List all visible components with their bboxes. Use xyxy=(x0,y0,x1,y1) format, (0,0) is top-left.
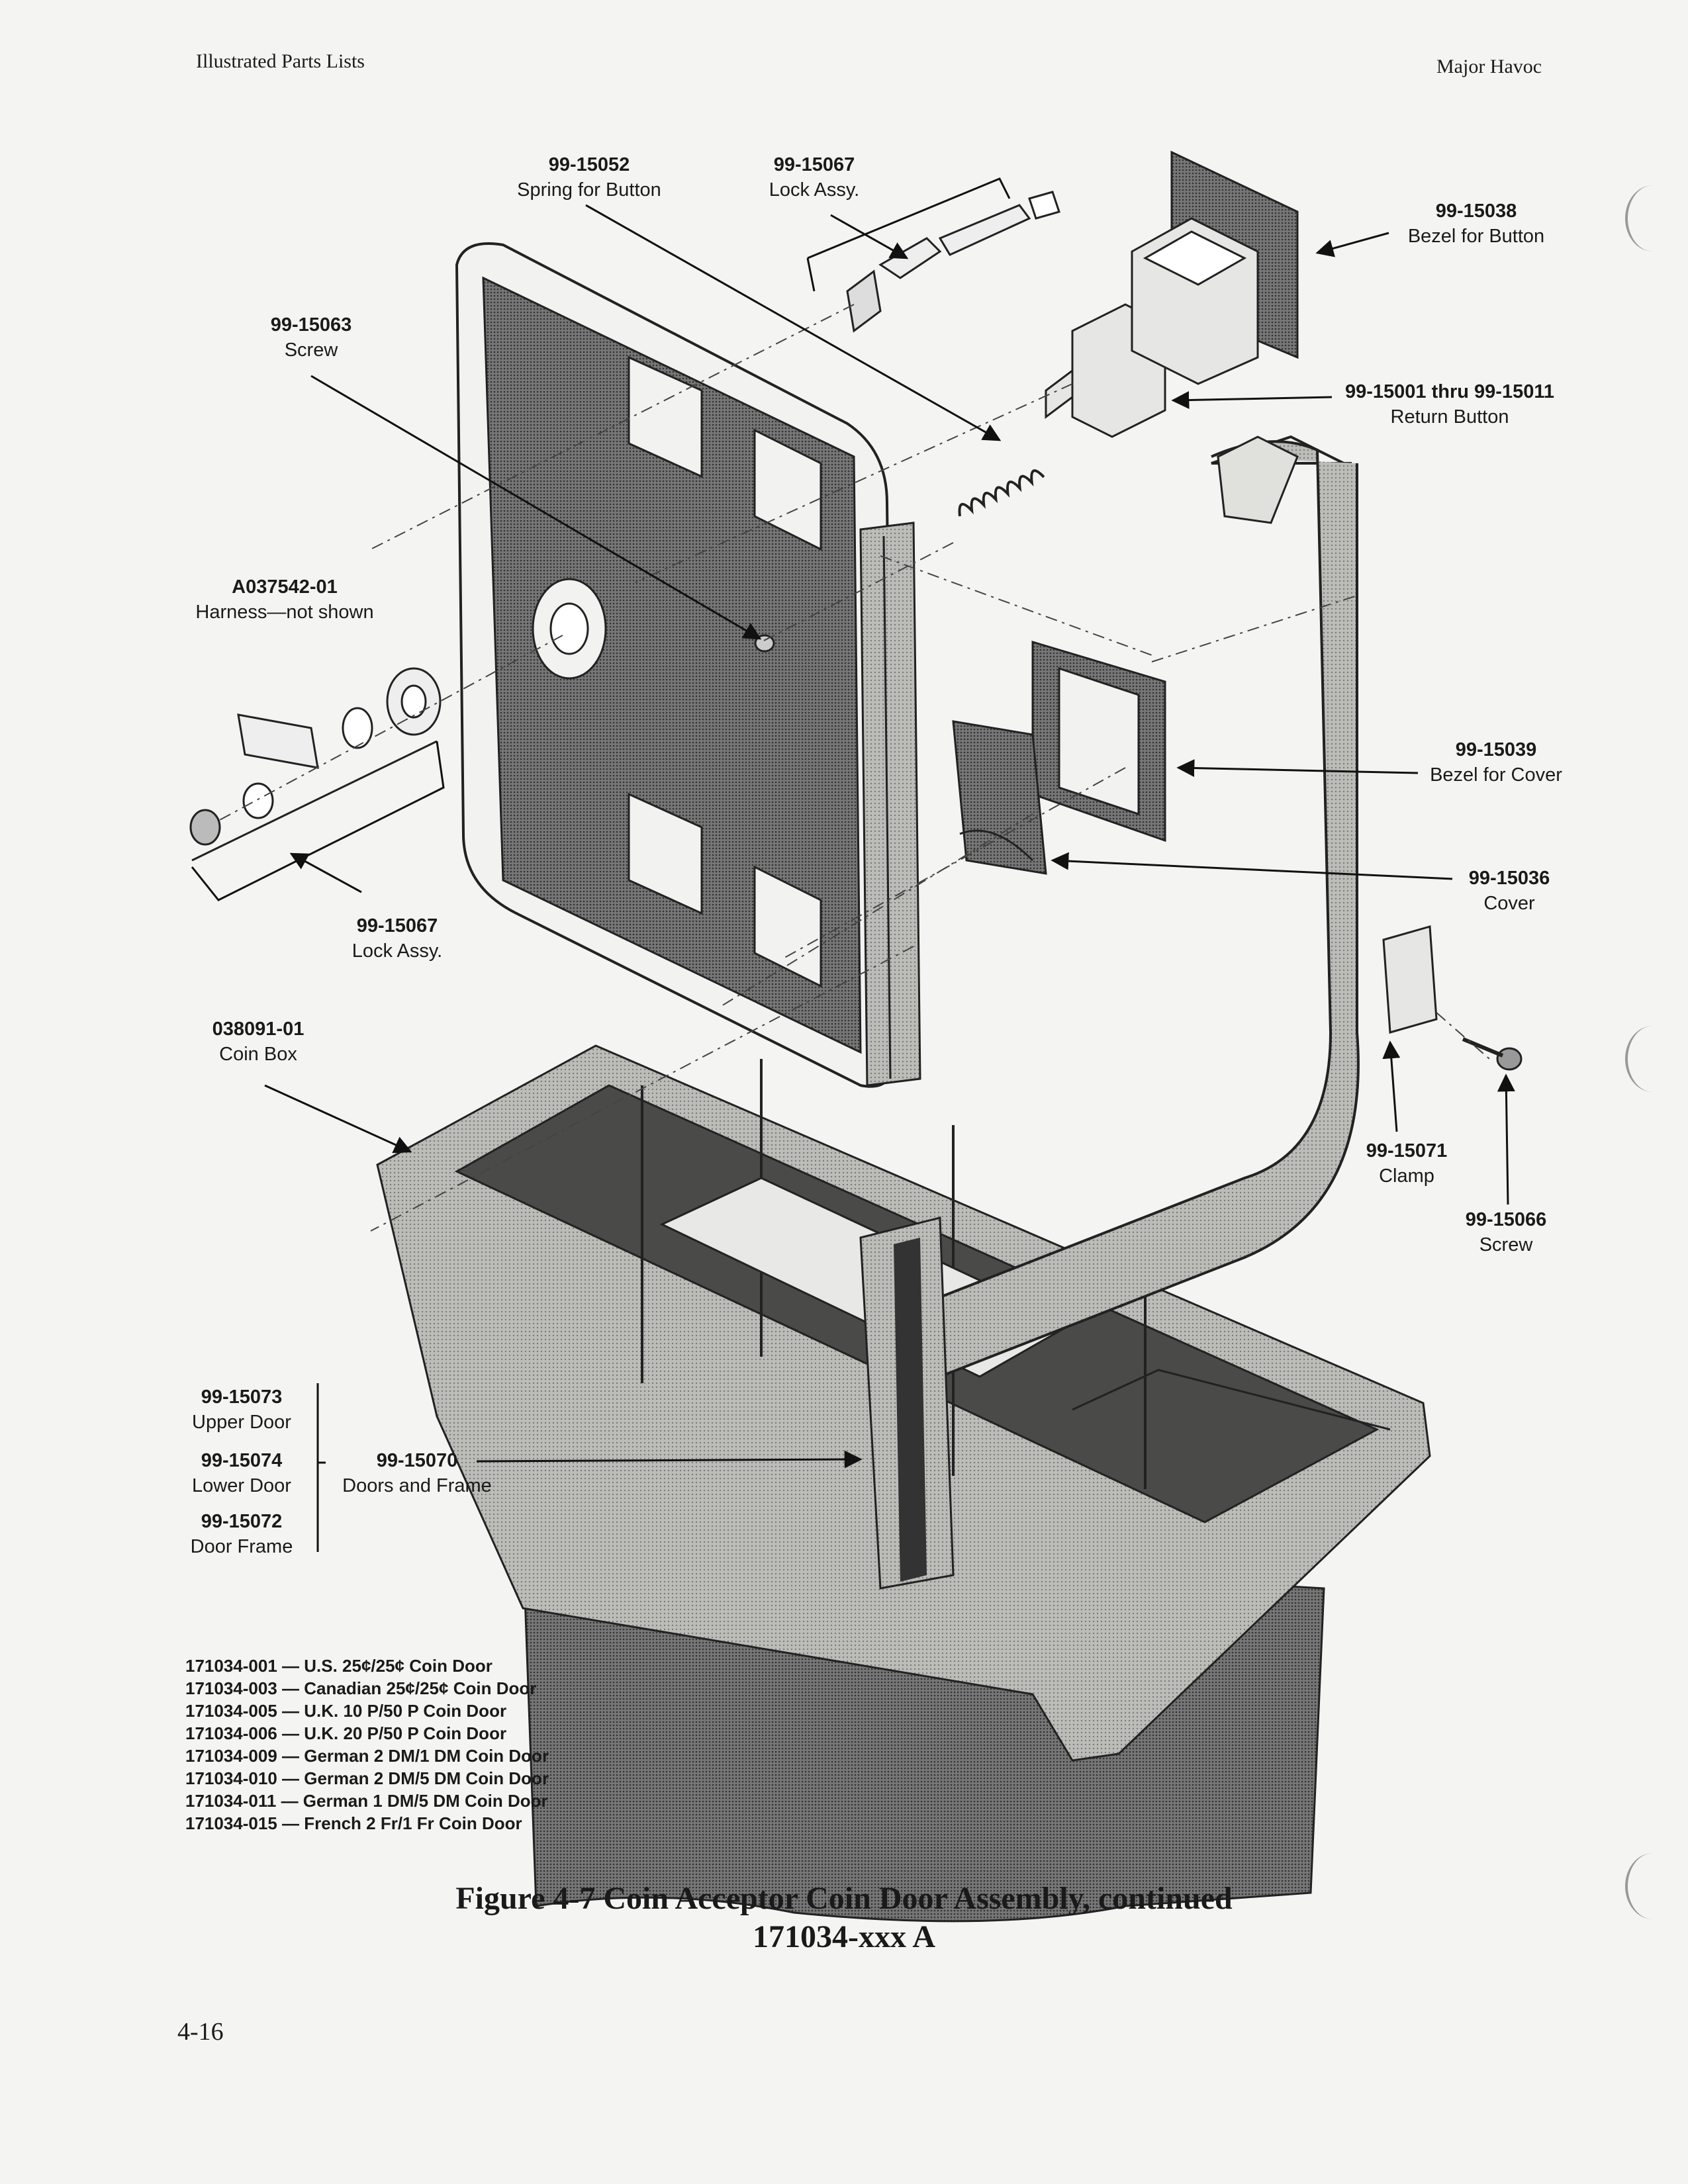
variant-item: 171034-006 — U.K. 20 P/50 P Coin Door xyxy=(185,1723,507,1743)
callout-lock-assy-top: 99-15067 Lock Assy. xyxy=(722,152,907,203)
callout-lower-door: 99-15074 Lower Door xyxy=(179,1448,305,1498)
part-description: Spring for Button xyxy=(517,179,661,201)
part-number: 99-15001 thru 99-15011 xyxy=(1345,381,1554,402)
part-number: 99-15073 xyxy=(201,1387,283,1408)
part-description: Bezel for Button xyxy=(1407,226,1545,247)
part-number: 99-15067 xyxy=(773,154,855,175)
lock-assembly-bottom xyxy=(189,667,442,862)
part-number: 99-15036 xyxy=(1468,868,1550,889)
part-number: 99-15039 xyxy=(1455,739,1537,760)
callout-door-frame: 99-15072 Door Frame xyxy=(179,1509,305,1559)
part-description: Cover xyxy=(1483,893,1535,914)
part-description: Harness—not shown xyxy=(195,602,374,623)
part-number: 99-15067 xyxy=(356,915,438,936)
part-description: Door Frame xyxy=(190,1536,293,1557)
part-number: 99-15052 xyxy=(548,154,630,175)
part-description: Lock Assy. xyxy=(352,940,443,962)
callout-bezel-for-button: 99-15038 Bezel for Button xyxy=(1377,199,1575,249)
screw-right xyxy=(1462,1037,1523,1071)
part-description: Screw xyxy=(1479,1234,1533,1255)
binder-hole-bottom xyxy=(1625,1853,1681,1919)
variant-item: 171034-015 — French 2 Fr/1 Fr Coin Door xyxy=(185,1813,522,1833)
part-description: Return Button xyxy=(1390,406,1509,428)
part-number: 038091-01 xyxy=(212,1019,305,1040)
clamp xyxy=(1382,925,1438,1034)
part-number: 99-15070 xyxy=(376,1450,458,1471)
callout-clamp: 99-15071 Clamp xyxy=(1350,1138,1463,1189)
part-number: 99-15038 xyxy=(1435,201,1517,222)
door-hinge xyxy=(859,522,921,1087)
part-description: Clamp xyxy=(1379,1165,1434,1187)
part-number: 99-15074 xyxy=(201,1450,283,1471)
part-description: Doors and Frame xyxy=(342,1475,492,1496)
callout-leaders xyxy=(264,204,1515,1469)
variant-item: 171034-009 — German 2 DM/1 DM Coin Door xyxy=(185,1746,549,1766)
coin-cover xyxy=(952,720,1047,875)
callout-return-button: 99-15001 thru 99-15011 Return Button xyxy=(1324,379,1575,430)
header-section-title: Illustrated Parts Lists xyxy=(196,50,365,72)
lock-assembly-top xyxy=(846,191,1060,333)
figure-caption-title: Figure 4-7 Coin Acceptor Coin Door Assem… xyxy=(455,1881,1233,1916)
binder-hole-top xyxy=(1625,185,1681,251)
page-number: 4-16 xyxy=(177,2018,224,2046)
part-description: Lock Assy. xyxy=(769,179,860,201)
figure-caption: Figure 4-7 Coin Acceptor Coin Door Assem… xyxy=(0,1880,1688,1956)
callout-cover: 99-15036 Cover xyxy=(1443,866,1575,916)
header-manual-title: Major Havoc xyxy=(1436,56,1542,77)
callout-screw-right: 99-15066 Screw xyxy=(1450,1207,1562,1257)
callout-coin-box: 038091-01 Coin Box xyxy=(185,1017,331,1067)
part-description: Upper Door xyxy=(192,1412,291,1433)
variant-item: 171034-003 — Canadian 25¢/25¢ Coin Door xyxy=(185,1678,537,1698)
callout-spring-for-button: 99-15052 Spring for Button xyxy=(477,152,702,203)
binder-hole-middle xyxy=(1625,1026,1681,1092)
variant-item: 171034-010 — German 2 DM/5 DM Coin Door xyxy=(185,1768,549,1788)
figure-caption-part: 171034-xxx A xyxy=(753,1919,935,1954)
callout-bezel-for-cover: 99-15039 Bezel for Cover xyxy=(1410,737,1582,788)
part-description: Lower Door xyxy=(192,1475,291,1496)
bezel-for-button xyxy=(1131,150,1299,385)
part-number: 99-15063 xyxy=(270,314,352,336)
part-number: 99-15071 xyxy=(1366,1140,1448,1161)
variant-item: 171034-001 — U.S. 25¢/25¢ Coin Door xyxy=(185,1656,492,1676)
part-number: 99-15066 xyxy=(1465,1209,1547,1230)
button-spring xyxy=(958,469,1045,517)
part-description: Screw xyxy=(284,340,338,361)
callout-doors-and-frame: 99-15070 Doors and Frame xyxy=(331,1448,503,1498)
callout-brackets xyxy=(191,177,1011,1552)
part-description: Bezel for Cover xyxy=(1430,764,1562,786)
callout-upper-door: 99-15073 Upper Door xyxy=(179,1385,305,1435)
callout-screw-left: 99-15063 Screw xyxy=(218,312,404,363)
assembly-center-lines xyxy=(218,304,1490,1232)
variant-item: 171034-005 — U.K. 10 P/50 P Coin Door xyxy=(185,1701,507,1721)
coin-door-variants-list: 171034-001 — U.S. 25¢/25¢ Coin Door 1710… xyxy=(185,1655,549,1835)
part-number: 99-15072 xyxy=(201,1511,283,1532)
part-number: A037542-01 xyxy=(232,576,338,598)
part-description: Coin Box xyxy=(219,1044,297,1065)
callout-lock-assy-bottom: 99-15067 Lock Assy. xyxy=(324,913,470,964)
variant-item: 171034-011 — German 1 DM/5 DM Coin Door xyxy=(185,1791,548,1811)
callout-harness: A037542-01 Harness—not shown xyxy=(172,574,397,625)
